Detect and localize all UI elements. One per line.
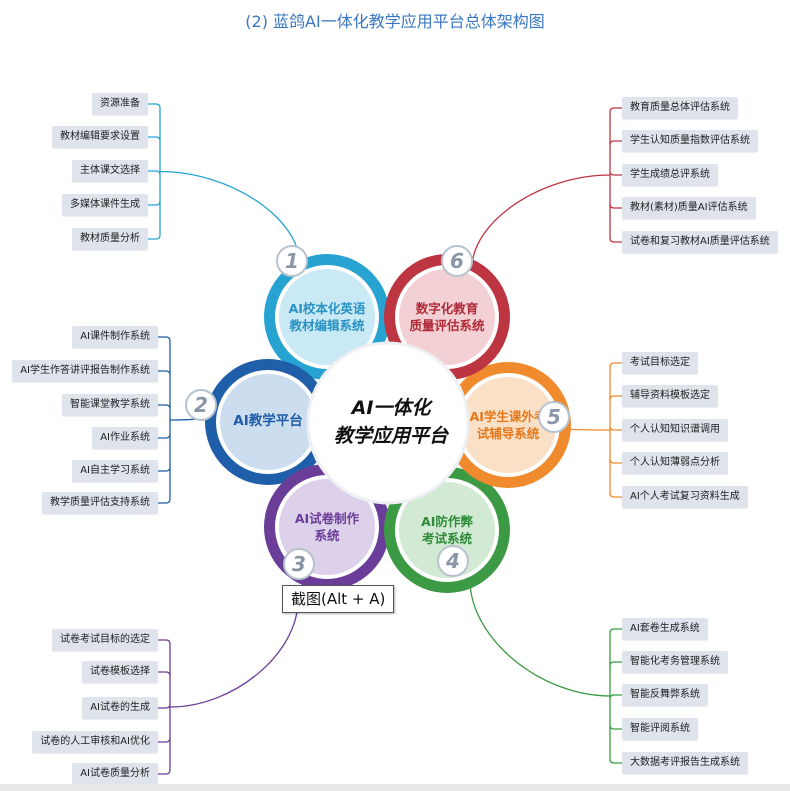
module-title-line-1: 数字化教育 (415, 301, 479, 316)
connector-module-1 (148, 103, 301, 266)
leaf-item[interactable]: 辅导资料模板选定 (622, 385, 718, 407)
leaf-item[interactable]: 学生成绩总评系统 (622, 164, 718, 186)
leaf-item[interactable]: 试卷的人工审核和AI优化 (32, 731, 158, 753)
leaf-item[interactable]: 智能反舞弊系统 (622, 684, 708, 706)
module-title-line-1: AI教学平台 (233, 413, 303, 429)
module-title-3[interactable]: AI试卷制作系统 (277, 510, 377, 544)
leaf-item[interactable]: 主体课文选择 (72, 160, 148, 182)
leaf-item[interactable]: 多媒体课件生成 (62, 194, 148, 216)
leaf-item[interactable]: AI作业系统 (92, 427, 158, 449)
connector-module-5 (549, 362, 622, 498)
leaf-item[interactable]: 试卷和复习教材AI质量评估系统 (622, 231, 778, 253)
module-title-line-1: AI试卷制作 (294, 511, 360, 526)
hub-inner-disk (306, 341, 470, 505)
connector-lines (148, 103, 622, 775)
hub-line-1: AI一体化 (351, 397, 431, 419)
screenshot-tooltip: 截图(Alt + A) (282, 585, 395, 613)
module-number-badge-1: 1 (276, 245, 308, 277)
connector-module-2 (158, 336, 226, 504)
connector-module-3 (158, 599, 299, 775)
leaf-item[interactable]: 教学质量评估支持系统 (42, 492, 158, 514)
module-title-line-1: AI校本化英语 (288, 301, 366, 316)
platform-hub: AI一体化 教学应用平台 (316, 394, 466, 450)
connector-module-4 (469, 579, 622, 764)
leaf-item[interactable]: AI课件制作系统 (72, 326, 158, 348)
hub-line-2: 教学应用平台 (333, 425, 448, 447)
module-disk-6 (399, 269, 495, 365)
leaf-item[interactable]: 试卷考试目标的选定 (52, 629, 158, 651)
module-number-badge-3: 3 (283, 548, 315, 580)
leaf-item[interactable]: AI试卷的生成 (82, 697, 158, 719)
leaf-item[interactable]: 大数据考评报告生成系统 (622, 752, 748, 774)
module-title-line-1: AI防作弊 (421, 514, 473, 529)
module-title-line-2: 教材编辑系统 (289, 318, 365, 333)
module-number-badge-4: 4 (437, 545, 469, 577)
leaf-item[interactable]: 个人认知知识谱调用 (622, 419, 728, 441)
module-title-2[interactable]: AI教学平台 (218, 413, 318, 430)
leaf-item[interactable]: 资源准备 (92, 93, 148, 115)
module-title-4[interactable]: AI防作弊考试系统 (397, 513, 497, 547)
connector-module-6 (471, 107, 622, 269)
module-title-5[interactable]: AI学生课外考试辅导系统 (458, 408, 558, 442)
module-title-line-2: 质量评估系统 (409, 318, 485, 333)
leaf-item[interactable]: AI自主学习系统 (72, 460, 158, 482)
leaf-item[interactable]: AI个人考试复习资料生成 (622, 486, 748, 508)
module-title-line-2: 系统 (314, 528, 340, 543)
bottom-scrollbar[interactable] (0, 784, 790, 791)
leaf-item[interactable]: 个人认知薄弱点分析 (622, 452, 728, 474)
module-title-line-2: 考试系统 (421, 531, 472, 546)
module-title-line-2: 试辅导系统 (476, 426, 540, 441)
leaf-item[interactable]: 智能评阅系统 (622, 718, 698, 740)
leaf-item[interactable]: 教材编辑要求设置 (52, 126, 148, 148)
diagram-title: (2) 蓝鸽AI一体化教学应用平台总体架构图 (245, 12, 545, 31)
leaf-item[interactable]: 教材质量分析 (72, 228, 148, 250)
leaf-item[interactable]: 考试目标选定 (622, 352, 698, 374)
module-number-badge-6: 6 (441, 245, 473, 277)
leaf-item[interactable]: 学生认知质量指数评估系统 (622, 130, 758, 152)
leaf-item[interactable]: 教育质量总体评估系统 (622, 97, 738, 119)
leaf-item[interactable]: AI学生作答讲评报告制作系统 (12, 360, 158, 382)
leaf-item[interactable]: AI套卷生成系统 (622, 618, 708, 640)
leaf-item[interactable]: AI试卷质量分析 (72, 763, 158, 785)
module-title-line-1: AI学生课外考 (469, 409, 547, 424)
leaf-item[interactable]: 教材(素材)质量AI评估系统 (622, 197, 756, 219)
leaf-item[interactable]: 智能课堂教学系统 (62, 394, 158, 416)
module-disk-4 (399, 482, 495, 578)
module-number-badge-2: 2 (185, 389, 217, 421)
module-number-badge-5: 5 (538, 401, 570, 433)
module-disk-5 (460, 377, 556, 473)
leaf-item[interactable]: 试卷模板选择 (82, 661, 158, 683)
module-disk-1 (279, 269, 375, 365)
leaf-item[interactable]: 智能化考务管理系统 (622, 651, 728, 673)
module-disk-2 (220, 374, 316, 470)
module-title-6[interactable]: 数字化教育质量评估系统 (397, 300, 497, 334)
module-ring (205, 254, 571, 593)
module-title-1[interactable]: AI校本化英语教材编辑系统 (277, 300, 377, 334)
